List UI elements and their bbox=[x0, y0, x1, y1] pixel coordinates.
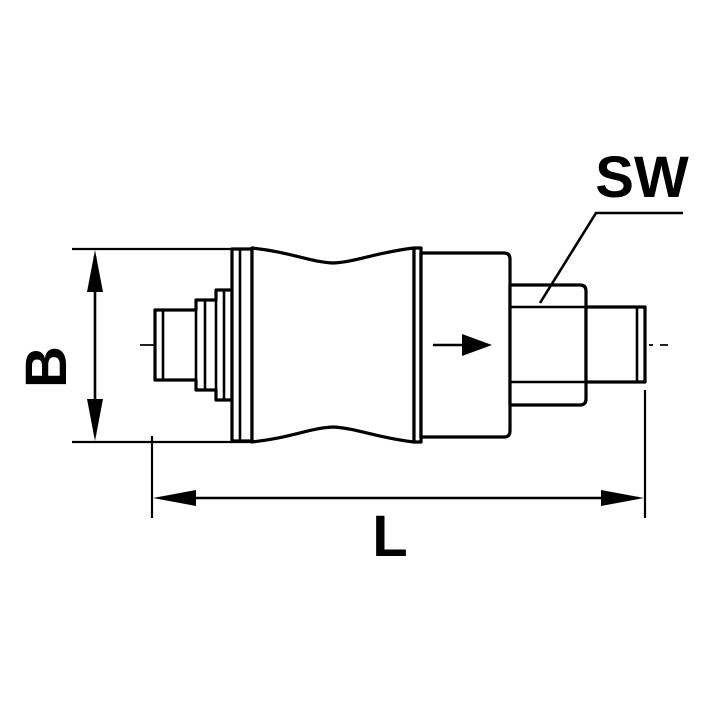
dimension-b-group: B bbox=[14, 247, 253, 444]
left-collar-ring bbox=[230, 247, 254, 443]
left-threaded-stub bbox=[153, 288, 234, 402]
body-right-collar-ring bbox=[412, 246, 423, 444]
hex-nut-sw bbox=[508, 283, 588, 407]
b-arrow-up-icon bbox=[87, 250, 103, 292]
callout-label-sw: SW bbox=[595, 145, 689, 210]
dimension-label-l: L bbox=[372, 504, 407, 569]
l-arrow-left-icon bbox=[153, 490, 196, 506]
dimension-label-b: B bbox=[14, 346, 79, 388]
sw-leader-line bbox=[538, 211, 683, 304]
dimension-l-group: L bbox=[150, 390, 647, 569]
right-threaded-stub bbox=[584, 305, 647, 384]
valve-body-waisted bbox=[250, 246, 416, 444]
l-arrow-right-icon bbox=[601, 490, 644, 506]
callout-sw-group: SW bbox=[538, 145, 689, 304]
flow-arrow-icon bbox=[433, 334, 492, 356]
b-arrow-down-icon bbox=[87, 399, 103, 441]
